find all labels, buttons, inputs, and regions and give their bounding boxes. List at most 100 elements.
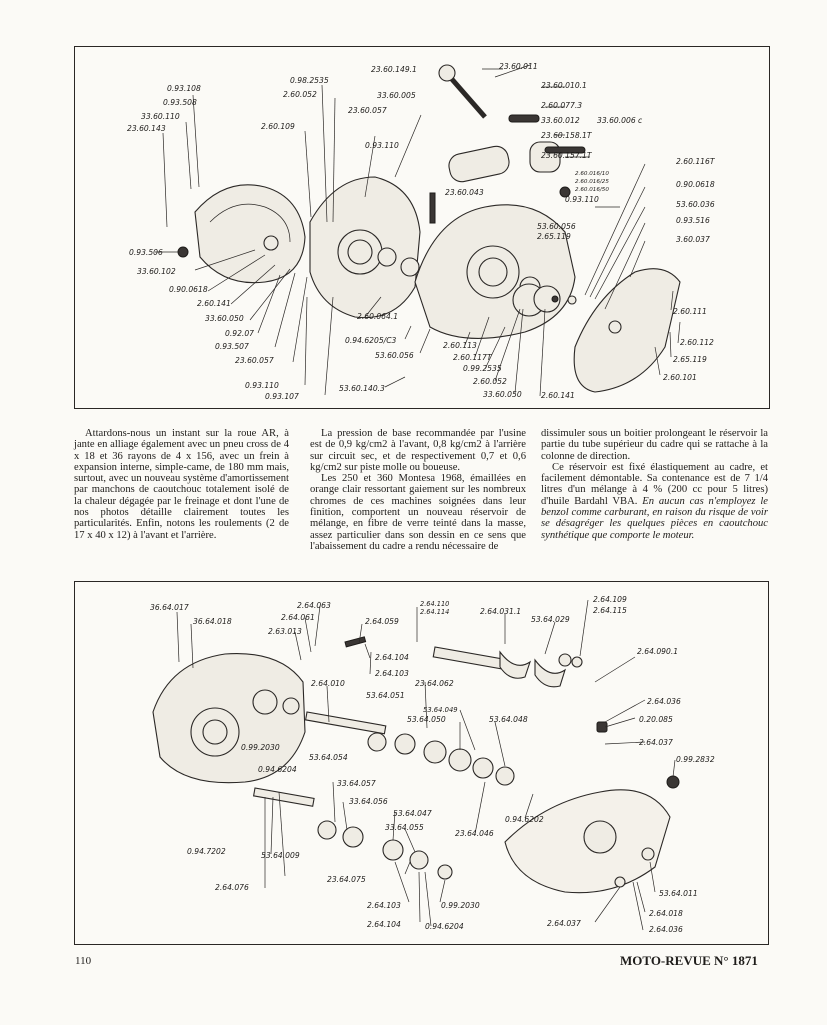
part-label: 53.64.050	[407, 715, 446, 724]
part-label: 0.94.7202	[187, 847, 226, 856]
part-label: 0.93.110	[245, 381, 279, 390]
part-label: 2.64.109	[593, 595, 627, 604]
part-label: 2.64.063	[297, 601, 331, 610]
part-label: 2.64.036	[647, 697, 681, 706]
part-label: 53.60.036	[676, 200, 715, 209]
warning-note: En aucun cas n'employez le benzol comme …	[541, 495, 769, 541]
part-label: 2.64.037	[547, 919, 581, 928]
part-label: 2.64.115	[593, 606, 627, 615]
part-label: 2.60.016/10	[575, 171, 609, 177]
part-label: 0.93.506	[129, 248, 163, 257]
part-label: 53.64.051	[366, 691, 405, 700]
part-label: 2.60.064.1	[357, 312, 398, 321]
paragraph: dissimuler sous un boitier prolongeant l…	[541, 428, 768, 462]
part-label: 53.60.056	[375, 351, 414, 360]
part-label: 33.60.102	[137, 267, 176, 276]
part-label: 2.64.103	[367, 901, 401, 910]
left-crankcase-half	[309, 176, 436, 319]
clutch-assembly	[512, 283, 577, 317]
part-label: 53.64.048	[489, 715, 528, 724]
part-label: 0.93.508	[163, 98, 197, 107]
part-label: 2.64.061	[281, 613, 315, 622]
leader-lines	[176, 599, 676, 931]
part-label: 2.60.112	[680, 338, 714, 347]
part-label: 2.60.113	[443, 341, 477, 350]
part-label: 33.60.050	[205, 314, 244, 323]
part-label: 2.64.103	[375, 669, 409, 678]
part-label: 2.60.141	[197, 299, 231, 308]
part-label: 2.60.111	[673, 307, 707, 316]
paragraph: La pression de base recommandée par l'us…	[310, 428, 526, 473]
part-label: 23.64.075	[327, 875, 366, 884]
part-label: 53.60.140.3	[339, 384, 385, 393]
crankshaft-assembly	[438, 64, 586, 198]
right-crankcase-cover	[573, 268, 681, 393]
part-label: 0.92.07	[225, 329, 254, 338]
gearbox-diagram: 36.64.017 36.64.018 2.64.063 2.64.061 2.…	[150, 595, 715, 934]
part-label: 2.65.119	[537, 232, 571, 241]
part-label: 23.60.157.1T	[541, 151, 593, 160]
part-label: 23.60.043	[445, 188, 484, 197]
paragraph-text: Ce réservoir est fixé élastiquement au c…	[541, 461, 768, 507]
page-number: 110	[75, 955, 92, 967]
part-label: 53.60.056	[537, 222, 576, 231]
part-label: 33.60.012	[541, 116, 580, 125]
part-label: 2.64.104	[375, 653, 409, 662]
right-casing	[504, 721, 680, 894]
part-label: 3.60.037	[676, 235, 710, 244]
part-label: 23.60.011	[499, 62, 538, 71]
part-label: 23.60.057	[348, 106, 387, 115]
part-label: 2.60.016/50	[575, 187, 609, 193]
part-label: 2.64.104	[367, 920, 401, 929]
leader-lines	[155, 64, 681, 397]
part-label: 2.63.013	[268, 627, 302, 636]
part-label: 0.90.0618	[169, 285, 208, 294]
part-label: 0.99.2030	[441, 901, 480, 910]
part-label: 53.64.009	[261, 851, 300, 860]
part-label: 33.60.005	[377, 91, 416, 100]
gear-shafts	[252, 636, 505, 807]
part-label: 23.64.062	[415, 679, 454, 688]
part-label: 2.64.059	[365, 617, 399, 626]
part-label: 0.20.085	[639, 715, 673, 724]
part-label: 0.93.110	[565, 195, 599, 204]
part-label: 33.60.050	[483, 390, 522, 399]
part-label: 0.93.507	[215, 342, 249, 351]
exploded-view-gearbox-bottom: 36.64.017 36.64.018 2.64.063 2.64.061 2.…	[74, 581, 769, 945]
part-label: 23.60.010.1	[541, 81, 587, 90]
part-label: 33.64.055	[385, 823, 424, 832]
part-label: 53.64.054	[309, 753, 348, 762]
article-column-3: dissimuler sous un boitier prolongeant l…	[541, 428, 768, 541]
part-label: 2.60.077.3	[541, 101, 582, 110]
part-label: 36.64.017	[150, 603, 189, 612]
part-label: 0.94.6204	[258, 765, 297, 774]
part-label: 2.60.052	[473, 377, 507, 386]
left-crankcase-cover	[177, 184, 306, 284]
part-label: 2.60.116T	[676, 157, 716, 166]
part-number-labels: 36.64.017 36.64.018 2.64.063 2.64.061 2.…	[150, 595, 715, 934]
part-label: 2.64.114	[420, 608, 449, 616]
part-label: 0.93.107	[265, 392, 299, 401]
part-label: 2.64.110	[420, 600, 449, 608]
part-label: 0.90.0618	[676, 180, 715, 189]
part-label: 33.64.057	[337, 779, 376, 788]
part-label: 0.93.110	[365, 141, 399, 150]
part-label: 2.60.117T	[453, 353, 493, 362]
part-label: 2.64.036	[649, 925, 683, 934]
part-label: 0.93.516	[676, 216, 710, 225]
part-label: 2.60.109	[261, 122, 295, 131]
gear-cluster	[317, 732, 515, 880]
part-label: 36.64.018	[193, 617, 232, 626]
magazine-issue: MOTO-REVUE N° 1871	[620, 953, 758, 968]
selector-forks	[499, 650, 583, 688]
part-label: 23.60.158.1T	[541, 131, 593, 140]
part-label: 53.64.029	[531, 615, 570, 624]
part-label: 0.94.6205/C3	[345, 336, 397, 345]
paragraph: Les 250 et 360 Montesa 1968, émaillées e…	[310, 473, 526, 552]
part-number-labels: 0.93.108 0.93.508 33.60.110 23.60.143 0.…	[127, 62, 716, 401]
part-label: 2.60.141	[541, 391, 575, 400]
part-label: 0.99.2535	[463, 364, 502, 373]
part-label: 23.60.149.1	[371, 65, 417, 74]
part-label: 2.64.010	[311, 679, 345, 688]
part-label: 2.64.031.1	[480, 607, 521, 616]
